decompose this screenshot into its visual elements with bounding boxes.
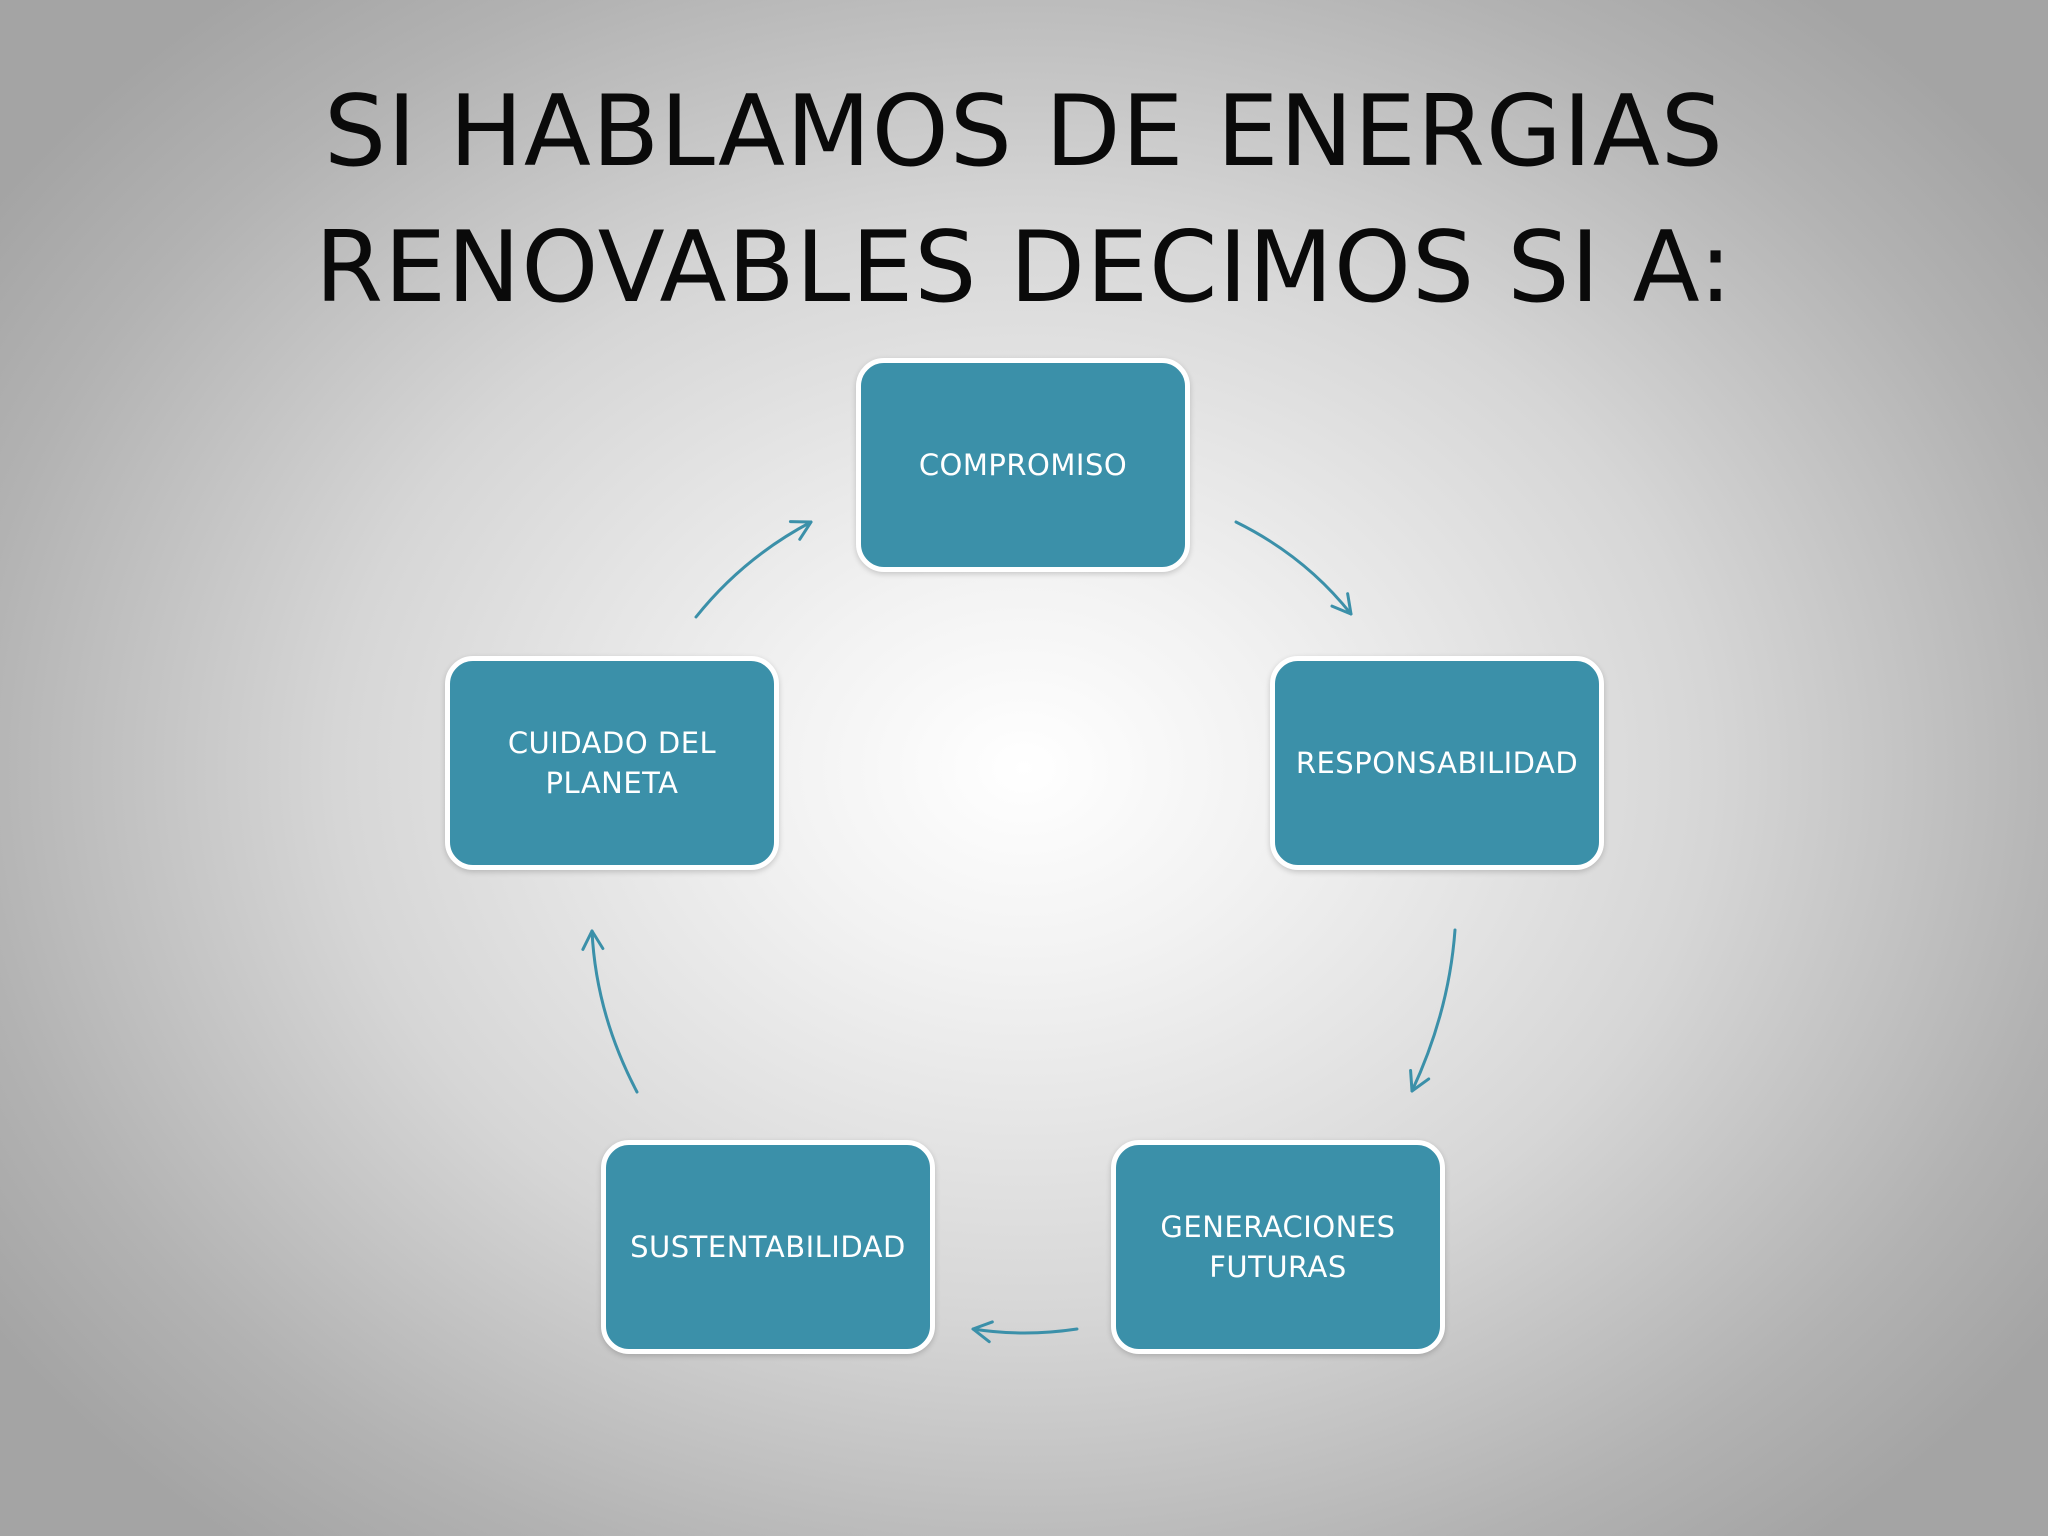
node-sustentabilidad: SUSTENTABILIDAD xyxy=(601,1140,935,1354)
node-responsabilidad-label: RESPONSABILIDAD xyxy=(1295,746,1579,780)
slide-title-line-2: RENOVABLES DECIMOS SI A: xyxy=(314,211,1733,325)
node-compromiso: COMPROMISO xyxy=(856,358,1190,572)
node-responsabilidad: RESPONSABILIDAD xyxy=(1270,656,1604,870)
node-cuidado-del-planeta: CUIDADO DEL PLANETA xyxy=(445,656,779,870)
arrow-responsabilidad-to-generaciones xyxy=(1409,928,1457,1093)
node-generaciones-futuras-label-line-2: FUTURAS xyxy=(1209,1250,1347,1284)
node-compromiso-label: COMPROMISO xyxy=(918,448,1128,482)
node-generaciones-futuras-label-line-1: GENERACIONES xyxy=(1160,1210,1396,1244)
node-cuidado-del-planeta-label-line-1: CUIDADO DEL xyxy=(507,726,717,760)
slide-title: SI HABLAMOS DE ENERGIAS RENOVABLES DECIM… xyxy=(224,64,1824,336)
arrow-compromiso-to-responsabilidad xyxy=(1234,520,1353,616)
node-generaciones-futuras: GENERACIONES FUTURAS xyxy=(1111,1140,1445,1354)
arrow-sustentabilidad-to-cuidado xyxy=(581,929,639,1094)
arrow-cuidado-to-compromiso xyxy=(694,520,813,619)
node-cuidado-del-planeta-label-line-2: PLANETA xyxy=(545,766,679,800)
arrow-generaciones-to-sustentabilidad xyxy=(971,1320,1079,1344)
node-sustentabilidad-label: SUSTENTABILIDAD xyxy=(630,1230,906,1264)
slide-title-line-1: SI HABLAMOS DE ENERGIAS xyxy=(323,75,1725,189)
